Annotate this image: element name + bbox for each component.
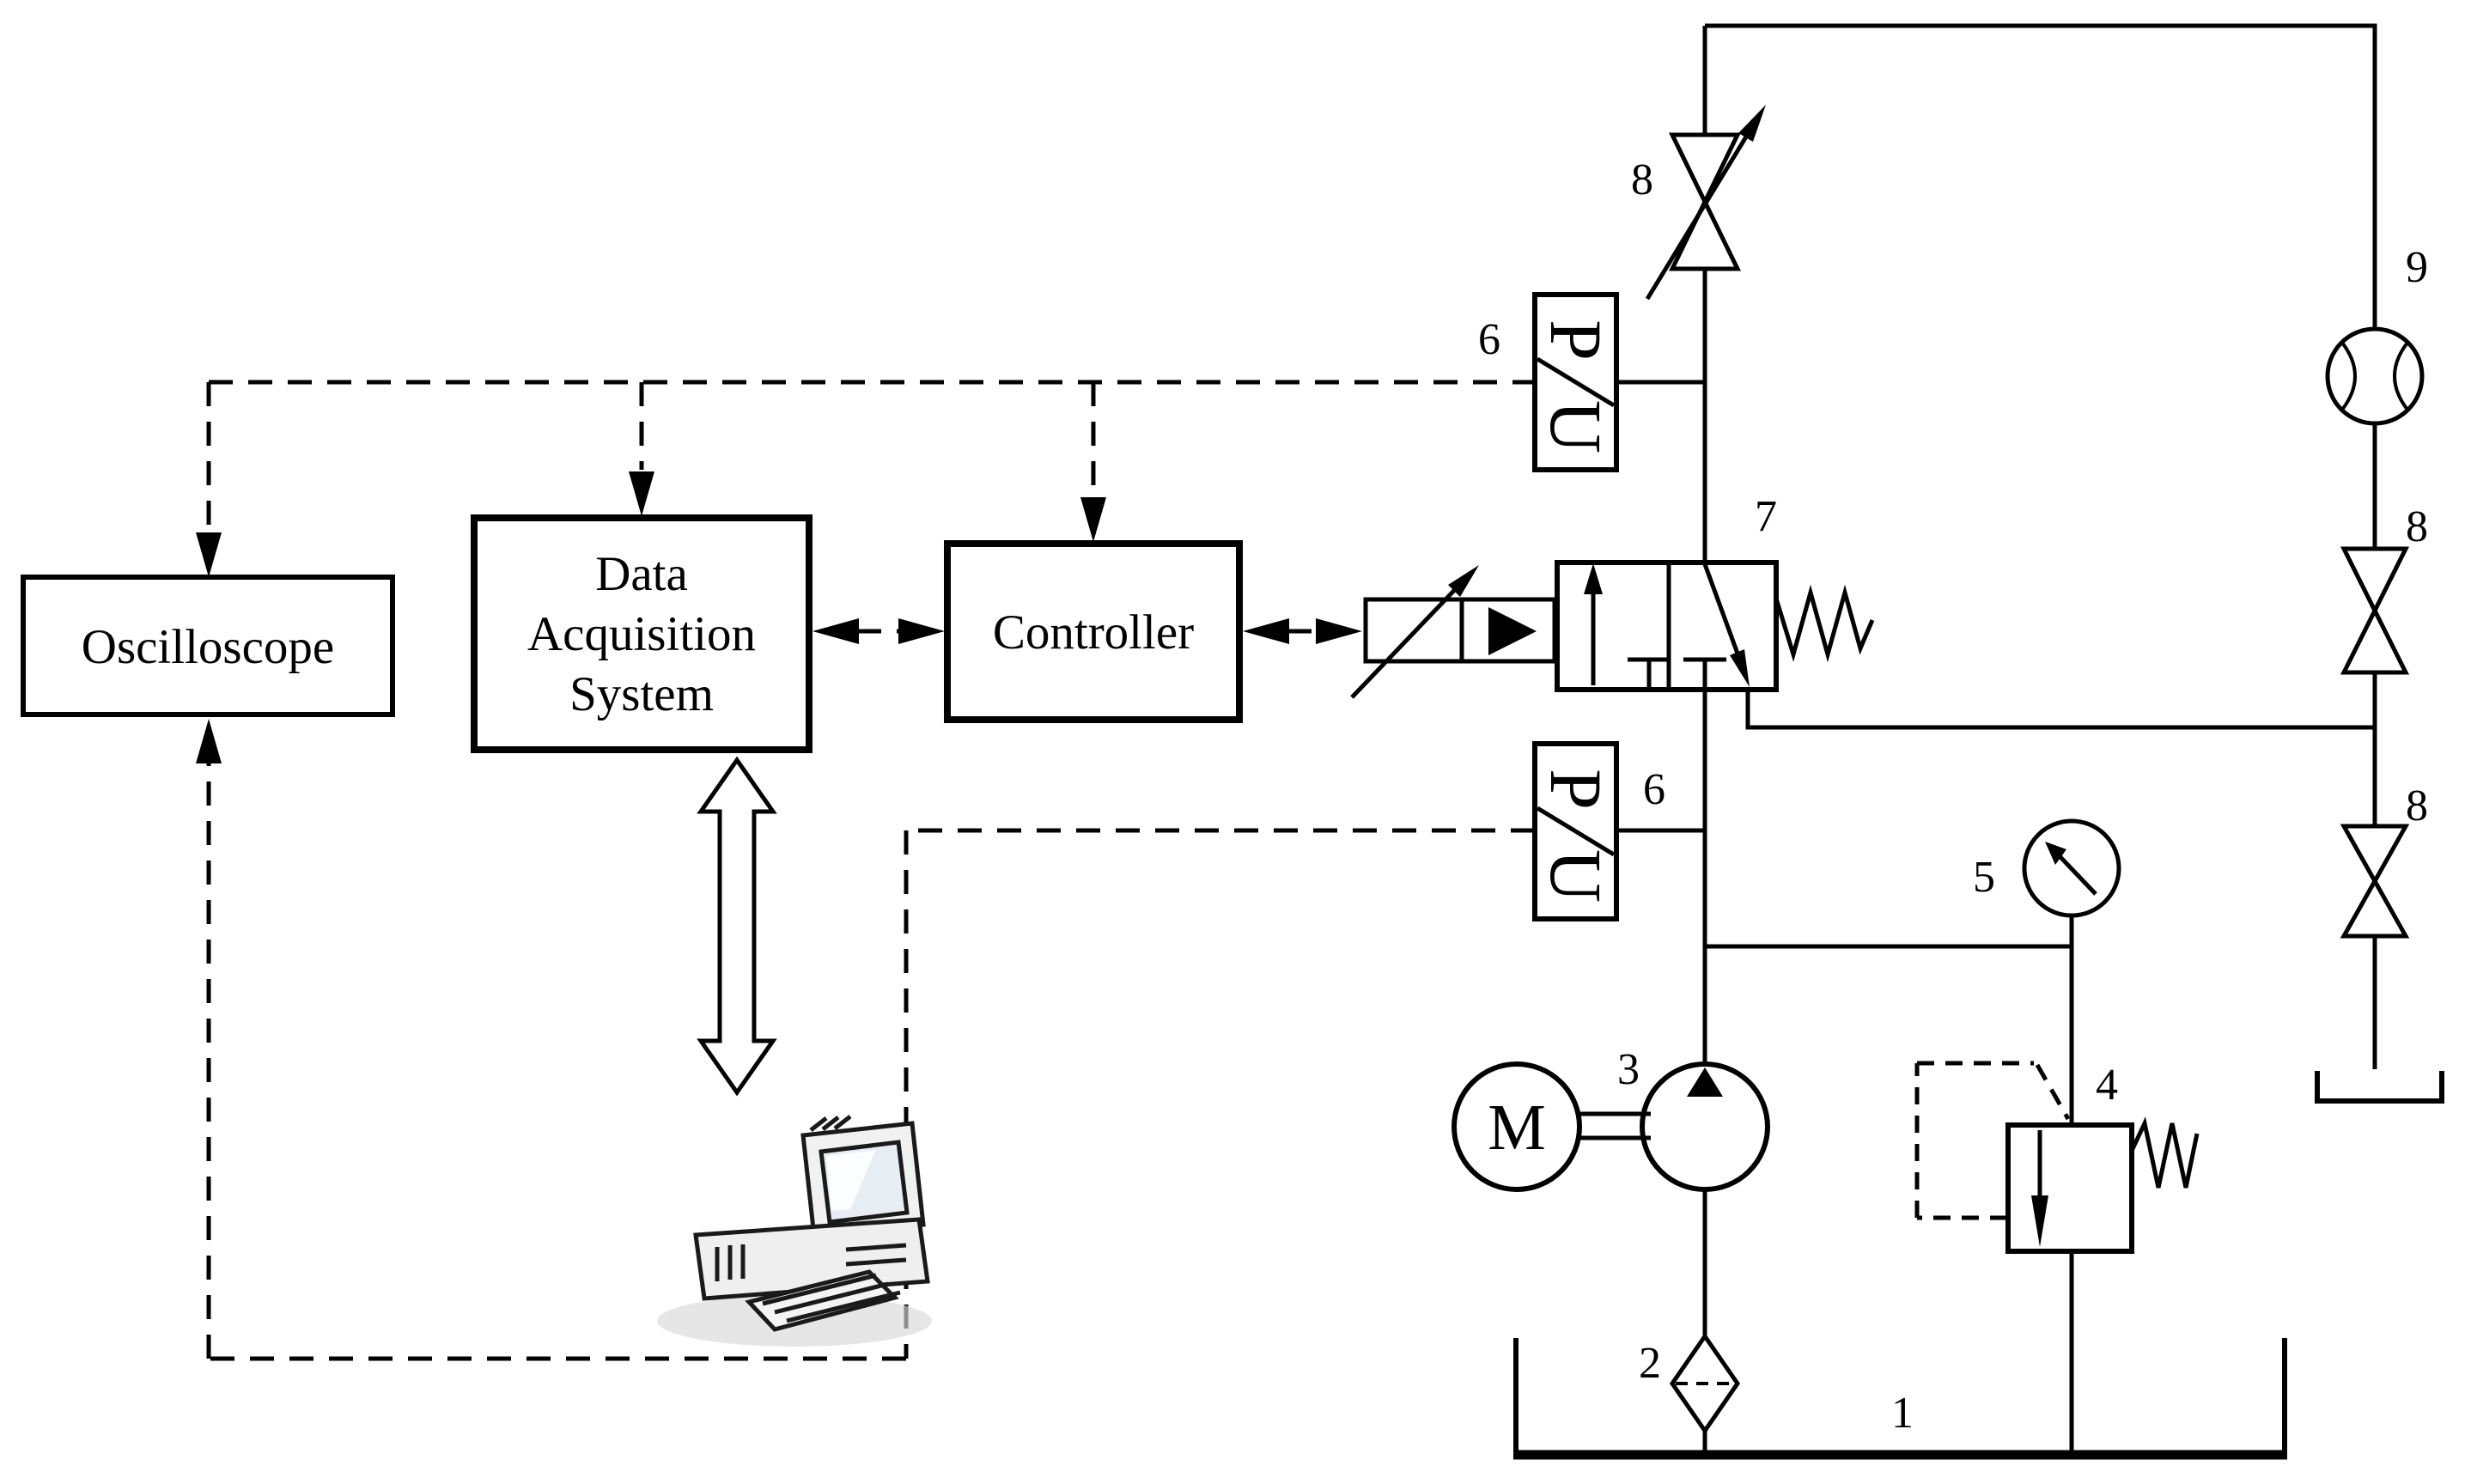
- throttle-right-lower-number: 8: [2406, 782, 2428, 830]
- arrowhead-up-into-oscilloscope-icon: [196, 719, 222, 763]
- signal-lines: [196, 380, 1535, 1361]
- throttle-top-arrowhead-icon: [1738, 105, 1766, 142]
- flow-meter-arcs-icon: [2340, 341, 2409, 411]
- das-label-line2: Acquisition: [527, 607, 756, 661]
- pump-number: 3: [1617, 1045, 1640, 1094]
- solenoid-triangle-icon: [1488, 607, 1537, 655]
- controller-box: [944, 540, 1243, 723]
- gauge-needle-arrowhead-icon: [2045, 842, 2066, 865]
- oscilloscope-box: [21, 575, 395, 717]
- filter: 2: [1639, 1332, 1741, 1435]
- arrowhead-to-solenoid-icon: [1316, 618, 1362, 644]
- computer-case-vents: [715, 1244, 746, 1281]
- gauge-circle: [2022, 818, 2121, 918]
- pu-upper-slash: [1536, 356, 1616, 408]
- pu-lower-u: U: [1535, 849, 1617, 903]
- pu-upper-number: 6: [1478, 315, 1500, 364]
- filter-diamond: [1669, 1332, 1741, 1435]
- relief-valve: 4: [1914, 1061, 2200, 1254]
- relief-spring-icon: [2129, 1116, 2200, 1189]
- relief-body: [2005, 1122, 2134, 1254]
- computer-illustration: [657, 1115, 932, 1347]
- arrowhead-into-controller-icon: [1080, 497, 1106, 542]
- valve7-blocked-port-left-icon: [1628, 657, 1671, 688]
- computer-screen-glare: [826, 1150, 876, 1211]
- computer-drive-slots: [845, 1243, 907, 1267]
- filter-number: 2: [1639, 1339, 1661, 1388]
- pu-lower-number: 6: [1643, 765, 1665, 814]
- pipe-top-loop: [1705, 23, 2377, 329]
- proportional-solenoid: [1350, 565, 1557, 699]
- das-label-line3: System: [569, 667, 714, 721]
- pu-lower-p: P: [1535, 769, 1617, 810]
- gauge-number: 5: [1973, 853, 1995, 902]
- valve7-diagonal-arrowhead-icon: [1730, 649, 1750, 687]
- directional-valve-7: 7: [1555, 492, 1875, 692]
- relief-flow-arrowhead-icon: [2031, 1195, 2048, 1247]
- pu-lower-box: [1532, 741, 1619, 921]
- solenoid-adjust-arrow: [1350, 577, 1467, 699]
- valve7-spring-icon: [1774, 584, 1875, 663]
- tank-number: 1: [1891, 1389, 1914, 1438]
- computer-vent-top: [809, 1115, 852, 1132]
- arrowhead-into-oscilloscope-icon: [196, 532, 222, 577]
- pu-upper-box: [1532, 292, 1619, 472]
- flow-meter: 9: [2325, 243, 2428, 426]
- controller-label: Controller: [993, 605, 1194, 660]
- controller-block: Controller: [944, 540, 1243, 723]
- pu-upper-u: U: [1535, 400, 1617, 453]
- pump-circle: [1640, 1061, 1770, 1192]
- throttle-right-upper-number: 8: [2406, 502, 2428, 551]
- main-tank: 1: [1513, 1338, 2287, 1460]
- oscilloscope-block: Oscilloscope: [21, 575, 395, 717]
- computer-keyboard-keys: [762, 1273, 901, 1323]
- throttle-valve-top: 8: [1631, 105, 1766, 301]
- pu-upper-p: P: [1535, 319, 1617, 361]
- pump-triangle-icon: [1687, 1067, 1723, 1097]
- arrowhead-to-das-icon: [813, 618, 859, 644]
- pu-lower-slash: [1536, 806, 1616, 857]
- das-label-line1: Data: [595, 547, 688, 601]
- relief-pilot-line: [1914, 1061, 2034, 1220]
- motor-pump-coupling: [1579, 1111, 1651, 1140]
- flow-meter-number: 9: [2406, 243, 2428, 292]
- throttle-valve-right-upper: 8: [2340, 502, 2428, 675]
- das-computer-double-arrow-icon: [697, 756, 777, 1097]
- throttle-valve-right-lower: 8: [2340, 782, 2428, 939]
- das-box: [471, 514, 813, 753]
- throttle-top-number: 8: [1631, 155, 1653, 204]
- motor-letter: M: [1488, 1092, 1546, 1164]
- gauge-needle: [2058, 855, 2097, 896]
- arrowhead-to-controller-icon: [898, 618, 945, 644]
- arrowhead-to-controller2-icon: [1243, 618, 1289, 644]
- relief-number: 4: [2096, 1061, 2118, 1110]
- pressure-gauge: 5: [1973, 818, 2121, 918]
- tank-walls: [1513, 1338, 2287, 1453]
- motor-pump-group: M 3: [1452, 1045, 1770, 1192]
- motor-circle: [1452, 1061, 1582, 1192]
- valve7-flow-arrowhead-icon: [1584, 563, 1603, 594]
- data-acquisition-block: Data Acquisition System: [471, 514, 813, 753]
- valve7-blocked-port-right-icon: [1683, 657, 1726, 688]
- drain-tank-symbol: [2315, 1071, 2444, 1104]
- pressure-transducer-upper: P U 6: [1478, 292, 1619, 472]
- arrowhead-into-das-icon: [629, 471, 654, 516]
- solenoid-adjust-arrowhead-icon: [1448, 565, 1479, 597]
- valve7-number: 7: [1755, 492, 1777, 541]
- oscilloscope-label: Oscilloscope: [82, 620, 334, 674]
- throttle-top-adjust-arrow: [1645, 117, 1760, 301]
- hydraulic-lines: [1616, 23, 2377, 1451]
- flow-meter-circle: [2325, 326, 2425, 426]
- drain-tank-right: [2315, 1071, 2444, 1104]
- pressure-transducer-lower: P U 6: [1532, 741, 1665, 921]
- relief-pilot-diagonal: [2035, 1063, 2071, 1121]
- pipe-valve-return: [1745, 690, 2375, 730]
